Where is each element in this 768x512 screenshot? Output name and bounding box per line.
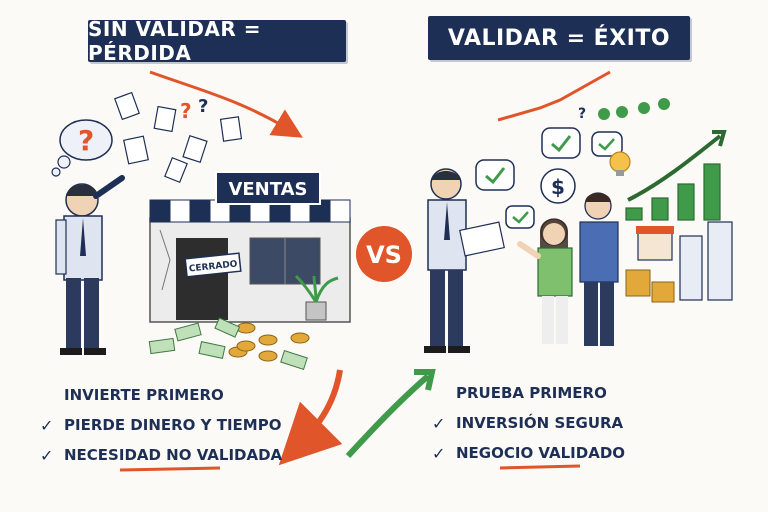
check-icon: ✓ — [432, 413, 446, 433]
right-banner-title: VALIDAR = ÉXITO — [447, 25, 671, 51]
left-list-heading: INVIERTE PRIMERO — [64, 386, 224, 404]
check-icon: ✓ — [432, 443, 446, 463]
worried-businessman — [55, 175, 125, 355]
customer-man — [579, 192, 619, 346]
flying-paper-icon — [114, 91, 243, 184]
svg-text:?: ? — [78, 124, 94, 157]
right-list: PRUEBA PRIMERO ✓ INVERSIÓN SEGURA ✓ NEGO… — [432, 378, 732, 468]
check-icon: ✓ — [40, 415, 54, 435]
loss-arrow — [278, 369, 343, 466]
right-banner: VALIDAR = ÉXITO — [428, 16, 690, 60]
svg-text:?: ? — [578, 106, 586, 122]
trend-arrow-icon — [627, 134, 722, 202]
left-list-item: ✓ PIERDE DINERO Y TIEMPO — [40, 410, 340, 440]
right-list-item: ✓ NEGOCIO VALIDADO — [432, 438, 732, 468]
left-list: INVIERTE PRIMERO ✓ PIERDE DINERO Y TIEMP… — [40, 380, 340, 470]
vs-badge: VS — [356, 226, 412, 282]
right-list-item-text: INVERSIÓN SEGURA — [456, 414, 624, 432]
money-bill-icon — [148, 317, 308, 371]
lightbulb-icon — [609, 151, 631, 176]
closed-shop — [149, 199, 351, 323]
svg-text:$: $ — [551, 175, 565, 199]
svg-text:?: ? — [198, 96, 208, 117]
left-underline — [119, 466, 221, 472]
top-left-arrow — [149, 70, 303, 138]
left-list-item: ✓ NECESIDAD NO VALIDADA — [40, 440, 340, 470]
right-list-item: ✓ INVERSIÓN SEGURA — [432, 408, 732, 438]
svg-text:VS: VS — [366, 241, 402, 269]
right-list-heading: PRUEBA PRIMERO — [456, 384, 607, 402]
coin-stack-icon — [625, 269, 675, 303]
svg-text:?: ? — [180, 99, 192, 123]
closed-sign: CERRADO — [184, 252, 242, 278]
question-mark-icon: ? — [51, 119, 113, 177]
bar-chart-icon — [625, 163, 721, 221]
plant — [294, 274, 339, 321]
left-banner-title: SIN VALIDAR = PÉRDIDA — [88, 17, 262, 65]
svg-text:VENTAS: VENTAS — [228, 179, 307, 200]
confident-businessman — [424, 168, 505, 353]
right-underline — [499, 464, 581, 470]
right-list-item-text: NEGOCIO VALIDADO — [456, 444, 626, 462]
buildings — [679, 221, 733, 301]
check-icon: ✓ — [40, 445, 54, 465]
small-store — [636, 226, 674, 261]
top-right-trend — [497, 70, 611, 122]
check-bubble-icon — [475, 127, 623, 229]
dollar-bubble-icon: $ — [540, 168, 576, 204]
left-list-item-text: PIERDE DINERO Y TIEMPO — [64, 416, 282, 434]
progress-dots — [598, 98, 670, 120]
growth-arrow — [345, 373, 430, 459]
customer-woman — [517, 218, 573, 344]
left-banner: SIN VALIDAR = PÉRDIDA — [88, 17, 346, 65]
coin-icon — [228, 322, 310, 362]
left-list-item-text: NECESIDAD NO VALIDADA — [64, 446, 283, 464]
sales-sign: VENTAS — [215, 171, 321, 205]
